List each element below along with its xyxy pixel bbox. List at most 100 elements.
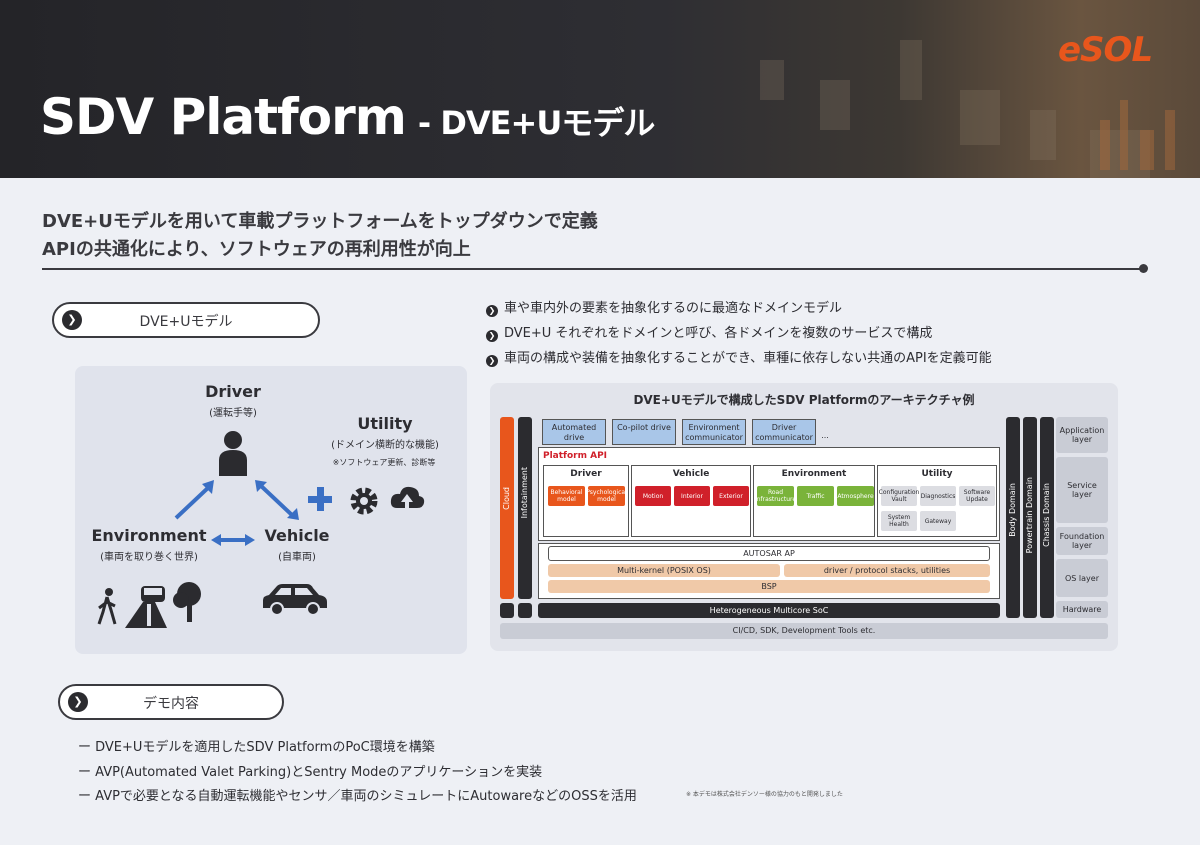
bullet-text: DVE+U それぞれをドメインと呼び、各ドメインを複数のサービスで構成	[504, 326, 933, 341]
demo-item-3: ー AVPで必要となる自動運転機能やセンサ／車両のシミュレートにAutoware…	[78, 789, 637, 804]
domain-name: Utility	[921, 469, 953, 479]
cicd-bar: CI/CD, SDK, Development Tools etc.	[500, 623, 1108, 639]
layer-application: Application layer	[1056, 417, 1108, 453]
car-icon	[263, 584, 327, 616]
arrow-env-driver	[174, 480, 214, 520]
autosar-ap: AUTOSAR AP	[548, 546, 990, 561]
service-atmosphere: Atmosphere	[837, 486, 874, 506]
arch-title: DVE+Uモデルで構成したSDV Platformのアーキテクチャ例	[633, 393, 975, 407]
person-icon	[219, 431, 247, 476]
app-more: ...	[821, 431, 829, 440]
cloud-bar: Cloud	[500, 417, 514, 599]
plus-icon	[308, 487, 332, 511]
service-behavioral-model: Behavioral model	[548, 486, 585, 506]
bullet-1: ❯ 車や車内外の要素を抽象化するのに最適なドメインモデル	[486, 297, 842, 317]
layer-hardware: Hardware	[1056, 601, 1108, 618]
footnote: ※ 本デモは株式会社デンソー様の協力のもと開発しました	[686, 791, 843, 798]
chevron-right-icon: ❯	[486, 305, 498, 317]
body-domain-label: Body Domain	[1008, 483, 1017, 537]
domain-environment: Environment Road Infrastructure Traffic …	[753, 465, 875, 537]
cloud-upload-icon	[390, 486, 425, 512]
body-domain-bar: Body Domain	[1006, 417, 1020, 618]
demo-item-1: ー DVE+Uモデルを適用したSDV PlatformのPoC環境を構築	[78, 740, 435, 755]
header-decoration	[760, 40, 1175, 178]
service-interior: Interior	[674, 486, 710, 506]
app-automated-drive: Automated drive	[542, 419, 606, 445]
utility-label: Utility	[357, 414, 413, 433]
architecture-diagram: DVE+Uモデルで構成したSDV Platformのアーキテクチャ例 Cloud…	[490, 383, 1118, 651]
service-psychological-model: Psychological model	[586, 486, 627, 506]
chassis-domain-bar: Chassis Domain	[1040, 417, 1054, 618]
driver-sub: (運転手等)	[209, 408, 257, 419]
page-title: SDV Platform - DVE+Uモデル	[40, 88, 655, 146]
divider-dot	[1139, 264, 1148, 273]
environment-scene-icon	[97, 582, 201, 628]
app-environment-communicator: Environment communicator	[682, 419, 746, 445]
environment-label: Environment	[91, 526, 207, 545]
domain-name: Environment	[781, 469, 847, 479]
esol-logo: eSOL	[1058, 30, 1153, 70]
title-sub: - DVE+Uモデル	[417, 104, 655, 142]
section-label-demo: デモ内容	[143, 696, 199, 712]
cloud-label: Cloud	[502, 487, 511, 510]
bullet-2: ❯ DVE+U それぞれをドメインと呼び、各ドメインを複数のサービスで構成	[486, 322, 932, 342]
app-driver-communicator: Driver communicator	[752, 419, 816, 445]
chevron-right-icon: ❯	[486, 355, 498, 367]
bullet-text: 車や車内外の要素を抽象化するのに最適なドメインモデル	[504, 301, 843, 316]
headline-2: APIの共通化により、ソフトウェアの再利用性が向上	[42, 239, 471, 260]
bsp: BSP	[548, 580, 990, 593]
service-software-update: Software Update	[959, 486, 995, 506]
powertrain-domain-label: Powertrain Domain	[1025, 477, 1034, 554]
arrow-driver-vehicle	[255, 480, 299, 520]
service-motion: Motion	[635, 486, 671, 506]
service-diagnostics: Diagnostics	[920, 486, 956, 506]
vehicle-sub: (自車両)	[278, 552, 316, 563]
domain-driver: Driver Behavioral model Psychological mo…	[543, 465, 629, 537]
layer-os: OS layer	[1056, 559, 1108, 597]
bullet-text: 車両の構成や装備を抽象化することができ、車種に依存しない共通のAPIを定義可能	[504, 351, 992, 366]
service-system-health: System Health	[881, 511, 917, 531]
utility-sub: (ドメイン横断的な機能)	[331, 440, 439, 451]
service-road-infrastructure: Road Infrastructure	[755, 486, 796, 506]
chassis-domain-label: Chassis Domain	[1042, 483, 1051, 547]
layer-service: Service layer	[1056, 457, 1108, 523]
domain-utility: Utility Configuration Vault Diagnostics …	[877, 465, 997, 537]
service-gateway: Gateway	[920, 511, 956, 531]
chevron-right-icon: ❯	[62, 310, 82, 330]
chevron-right-icon: ❯	[68, 692, 88, 712]
arrow-env-vehicle	[211, 534, 255, 546]
service-traffic: Traffic	[797, 486, 834, 506]
title-main: SDV Platform	[40, 88, 407, 146]
domain-vehicle: Vehicle Motion Interior Exterior	[631, 465, 751, 537]
driver-stacks: driver / protocol stacks, utilities	[784, 564, 990, 577]
service-exterior: Exterior	[713, 486, 749, 506]
driver-label: Driver	[205, 382, 261, 401]
app-copilot-drive: Co-pilot drive	[612, 419, 676, 445]
infotainment-hw-bar	[518, 603, 532, 618]
multi-kernel: Multi-kernel (POSIX OS)	[548, 564, 780, 577]
header-band: SDV Platform - DVE+Uモデル eSOL	[0, 0, 1200, 178]
multicore-soc: Heterogeneous Multicore SoC	[538, 603, 1000, 618]
cloud-hw-bar	[500, 603, 514, 618]
platform-api-box: Platform API Driver Behavioral model Psy…	[538, 447, 1000, 541]
domain-name: Driver	[570, 469, 602, 479]
section-label-model: DVE+Uモデル	[139, 314, 233, 330]
section-pill-model: ❯ DVE+Uモデル	[52, 302, 320, 338]
section-pill-demo: ❯ デモ内容	[58, 684, 284, 720]
gear-icon	[350, 487, 378, 515]
divider-line	[42, 268, 1142, 270]
powertrain-domain-bar: Powertrain Domain	[1023, 417, 1037, 618]
chevron-right-icon: ❯	[486, 330, 498, 342]
utility-note: ※ソフトウェア更新、診断等	[332, 458, 436, 467]
environment-sub: (車両を取り巻く世界)	[100, 552, 198, 563]
dveu-model-panel: Driver (運転手等) Utility (ドメイン横断的な機能) ※ソフトウ…	[75, 366, 467, 654]
vehicle-label: Vehicle	[264, 526, 330, 545]
platform-api-label: Platform API	[543, 451, 608, 461]
demo-item-2: ー AVP(Automated Valet Parking)とSentry Mo…	[78, 765, 543, 780]
bullet-3: ❯ 車両の構成や装備を抽象化することができ、車種に依存しない共通のAPIを定義可能	[486, 347, 992, 367]
infotainment-label: Infotainment	[520, 467, 529, 519]
layer-foundation: Foundation layer	[1056, 527, 1108, 555]
domain-name: Vehicle	[672, 469, 710, 479]
service-configuration-vault: Configuration Vault	[879, 486, 919, 506]
